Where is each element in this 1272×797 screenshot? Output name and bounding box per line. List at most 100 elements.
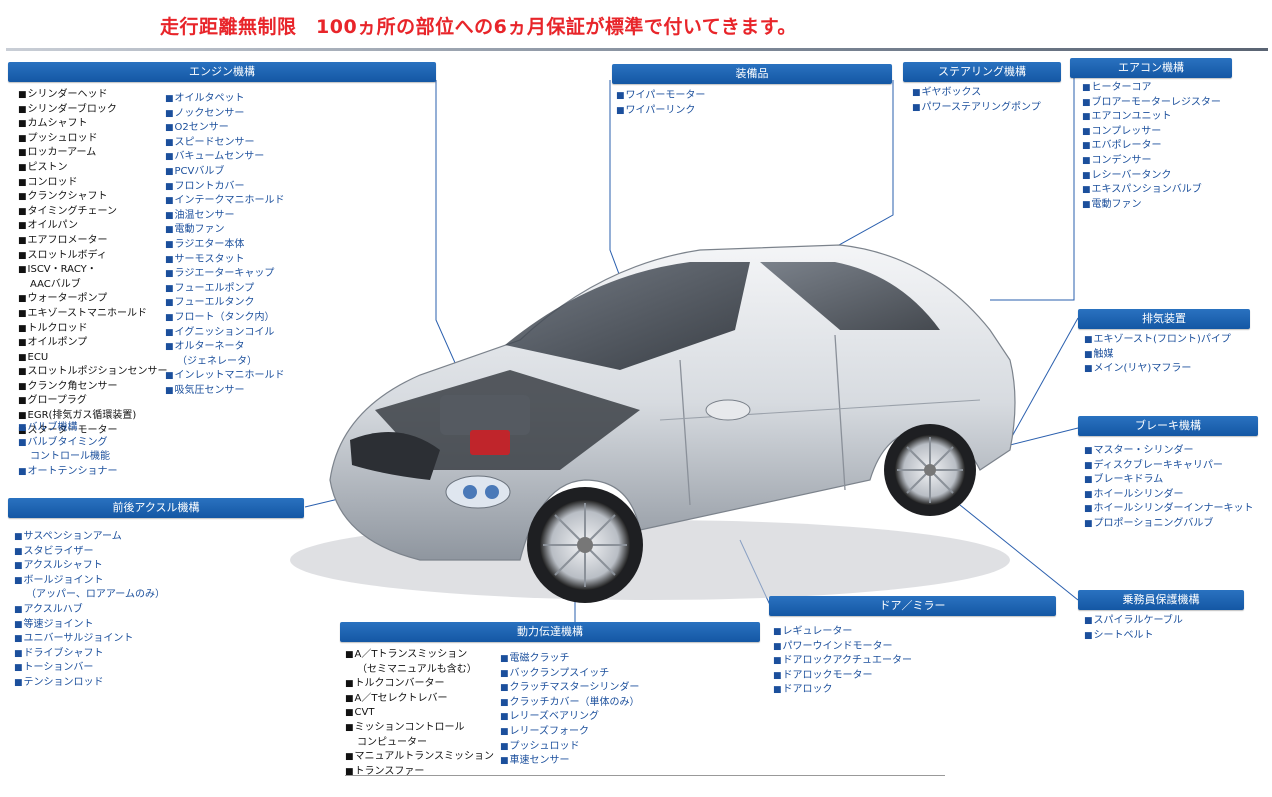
part-item: グロープラグ <box>18 394 168 409</box>
steering-parts-list: ギヤボックスパワーステアリングポンプ <box>912 86 1041 115</box>
brake-section-header: ブレーキ機構 <box>1078 416 1258 436</box>
part-item: シリンダーヘッド <box>18 88 168 103</box>
top-divider <box>6 48 1268 51</box>
part-item: エアコンユニット <box>1082 110 1221 125</box>
equipment-parts-list: ワイパーモーターワイパーリンク <box>616 89 706 119</box>
part-item: メイン(リヤ)マフラー <box>1084 362 1231 377</box>
headline: 走行距離無制限 100ヵ所の部位への6ヵ月保証が標準で付いてきます。 <box>160 16 797 38</box>
part-item: エキゾーストマニホールド <box>18 307 168 322</box>
equipment-section-header: 装備品 <box>612 64 892 84</box>
part-item: 吸気圧センサー <box>165 384 285 399</box>
part-item: カムシャフト <box>18 117 168 132</box>
part-item: コンロッド <box>18 176 168 191</box>
part-item: サーモスタット <box>165 253 285 268</box>
part-item: バルブ機構 <box>18 421 118 436</box>
part-item: マニュアルトランスミッション <box>345 750 495 765</box>
part-item: ギヤボックス <box>912 86 1041 101</box>
part-item: ISCV・RACY・ <box>18 263 168 278</box>
part-item: ドアロックアクチュエーター <box>773 654 913 669</box>
part-item: スロットルボディ <box>18 249 168 264</box>
part-item: クランクシャフト <box>18 190 168 205</box>
part-item: ワイパーリンク <box>616 104 705 119</box>
part-item: O2センサー <box>165 121 285 136</box>
part-item: ホイールシリンダーインナーキット <box>1084 502 1254 517</box>
part-item: ラジエーターキャップ <box>165 267 285 282</box>
part-item: フューエルタンク <box>165 296 285 311</box>
part-item: ドアロックモーター <box>773 669 912 684</box>
part-item: バルブタイミング <box>18 436 118 451</box>
part-item: ユニバーサルジョイント <box>14 632 165 647</box>
part-item: オイルパン <box>18 219 168 234</box>
part-item: （ジェネレータ） <box>177 355 257 367</box>
part-item: オイルポンプ <box>18 336 168 351</box>
part-item: オートテンショナー <box>18 465 118 480</box>
part-item: パワーステアリングポンプ <box>912 101 1041 116</box>
part-item: クラッチカバー（単体のみ） <box>500 696 640 711</box>
part-item: エアフロメーター <box>18 234 168 249</box>
part-item: （セミマニュアルも含む） <box>357 663 477 675</box>
part-item: プッシュロッド <box>500 740 640 755</box>
part-item: AACバルブ <box>30 278 81 290</box>
part-item: トルクロッド <box>18 322 168 337</box>
part-item: スパイラルケーブル <box>1084 614 1183 629</box>
part-item: 等速ジョイント <box>14 618 165 633</box>
part-item: 電動ファン <box>165 223 285 238</box>
part-item: ECU <box>18 351 168 366</box>
engine-section-header: エンジン機構 <box>8 62 436 82</box>
part-item: レリーズフォーク <box>500 725 640 740</box>
part-item: ドライブシャフト <box>14 647 165 662</box>
part-item: コントロール機能 <box>30 451 110 463</box>
door-section-header: ドア／ミラー <box>769 596 1056 616</box>
part-item: ディスクブレーキキャリパー <box>1084 459 1254 474</box>
part-item: ヒーターコア <box>1082 81 1221 96</box>
part-item: プッシュロッド <box>18 132 168 147</box>
part-item: パワーウインドモーター <box>773 640 912 655</box>
exhaust-section-header: 排気装置 <box>1078 309 1250 329</box>
part-item: 触媒 <box>1084 348 1231 363</box>
axle-section-header: 前後アクスル機構 <box>8 498 304 518</box>
part-item: アクスルシャフト <box>14 559 165 574</box>
engine-parts-list-blue: バルブ機構バルブタイミングコントロール機能オートテンショナー <box>18 421 118 479</box>
part-item: バキュームセンサー <box>165 150 285 165</box>
bottom-divider <box>345 775 945 776</box>
part-item: サスペンションアーム <box>14 530 165 545</box>
part-item: スロットルポジションセンサー <box>18 365 168 380</box>
aircon-section-header: エアコン機構 <box>1070 58 1232 78</box>
part-item: イグニッションコイル <box>165 326 285 341</box>
part-item: ミッションコントロール <box>345 721 494 736</box>
part-item: フューエルポンプ <box>165 282 285 297</box>
brake-parts-list: マスター・シリンダーディスクブレーキキャリパーブレーキドラムホイールシリンダーホ… <box>1084 444 1254 532</box>
aircon-parts-list: ヒーターコアブロアーモーターレジスターエアコンユニットコンプレッサーエバポレータ… <box>1082 81 1221 212</box>
part-item: フロート（タンク内） <box>165 311 285 326</box>
drivetrain-section-header: 動力伝達機構 <box>340 622 760 642</box>
part-item: コンプレッサー <box>1082 125 1221 140</box>
part-item: 油温センサー <box>165 209 285 224</box>
part-item: テンションロッド <box>14 676 165 691</box>
part-item: ノックセンサー <box>165 107 285 122</box>
part-item: A／Tセレクトレバー <box>345 692 494 707</box>
occupant-parts-list: スパイラルケーブルシートベルト <box>1084 614 1183 643</box>
part-item: コンピューター <box>357 736 427 748</box>
steering-section-header: ステアリング機構 <box>903 62 1061 82</box>
part-item: ピストン <box>18 161 168 176</box>
part-item: トルクコンバーター <box>345 677 494 692</box>
drivetrain-parts-list-col2: 電磁クラッチバックランプスイッチクラッチマスターシリンダークラッチカバー（単体の… <box>500 652 640 769</box>
part-item: ブレーキドラム <box>1084 473 1254 488</box>
part-item: エキゾースト(フロント)パイプ <box>1084 333 1231 348</box>
part-item: レシーバータンク <box>1082 169 1221 184</box>
part-item: シートベルト <box>1084 629 1183 644</box>
part-item: レギュレーター <box>773 625 912 640</box>
axle-parts-list: サスペンションアームスタビライザーアクスルシャフトボールジョイント（アッパー、ロ… <box>14 530 165 691</box>
part-item: エバポレーター <box>1082 139 1221 154</box>
part-item: オイルタペット <box>165 92 285 107</box>
part-item: スピードセンサー <box>165 136 285 151</box>
part-item: オルターネータ <box>165 340 285 355</box>
part-item: クラッチマスターシリンダー <box>500 681 640 696</box>
part-item: 電動ファン <box>1082 198 1221 213</box>
part-item: トーションバー <box>14 661 165 676</box>
part-item: バックランプスイッチ <box>500 667 640 682</box>
part-item: アクスルハブ <box>14 603 165 618</box>
part-item: （アッパー、ロアアームのみ） <box>26 589 165 601</box>
